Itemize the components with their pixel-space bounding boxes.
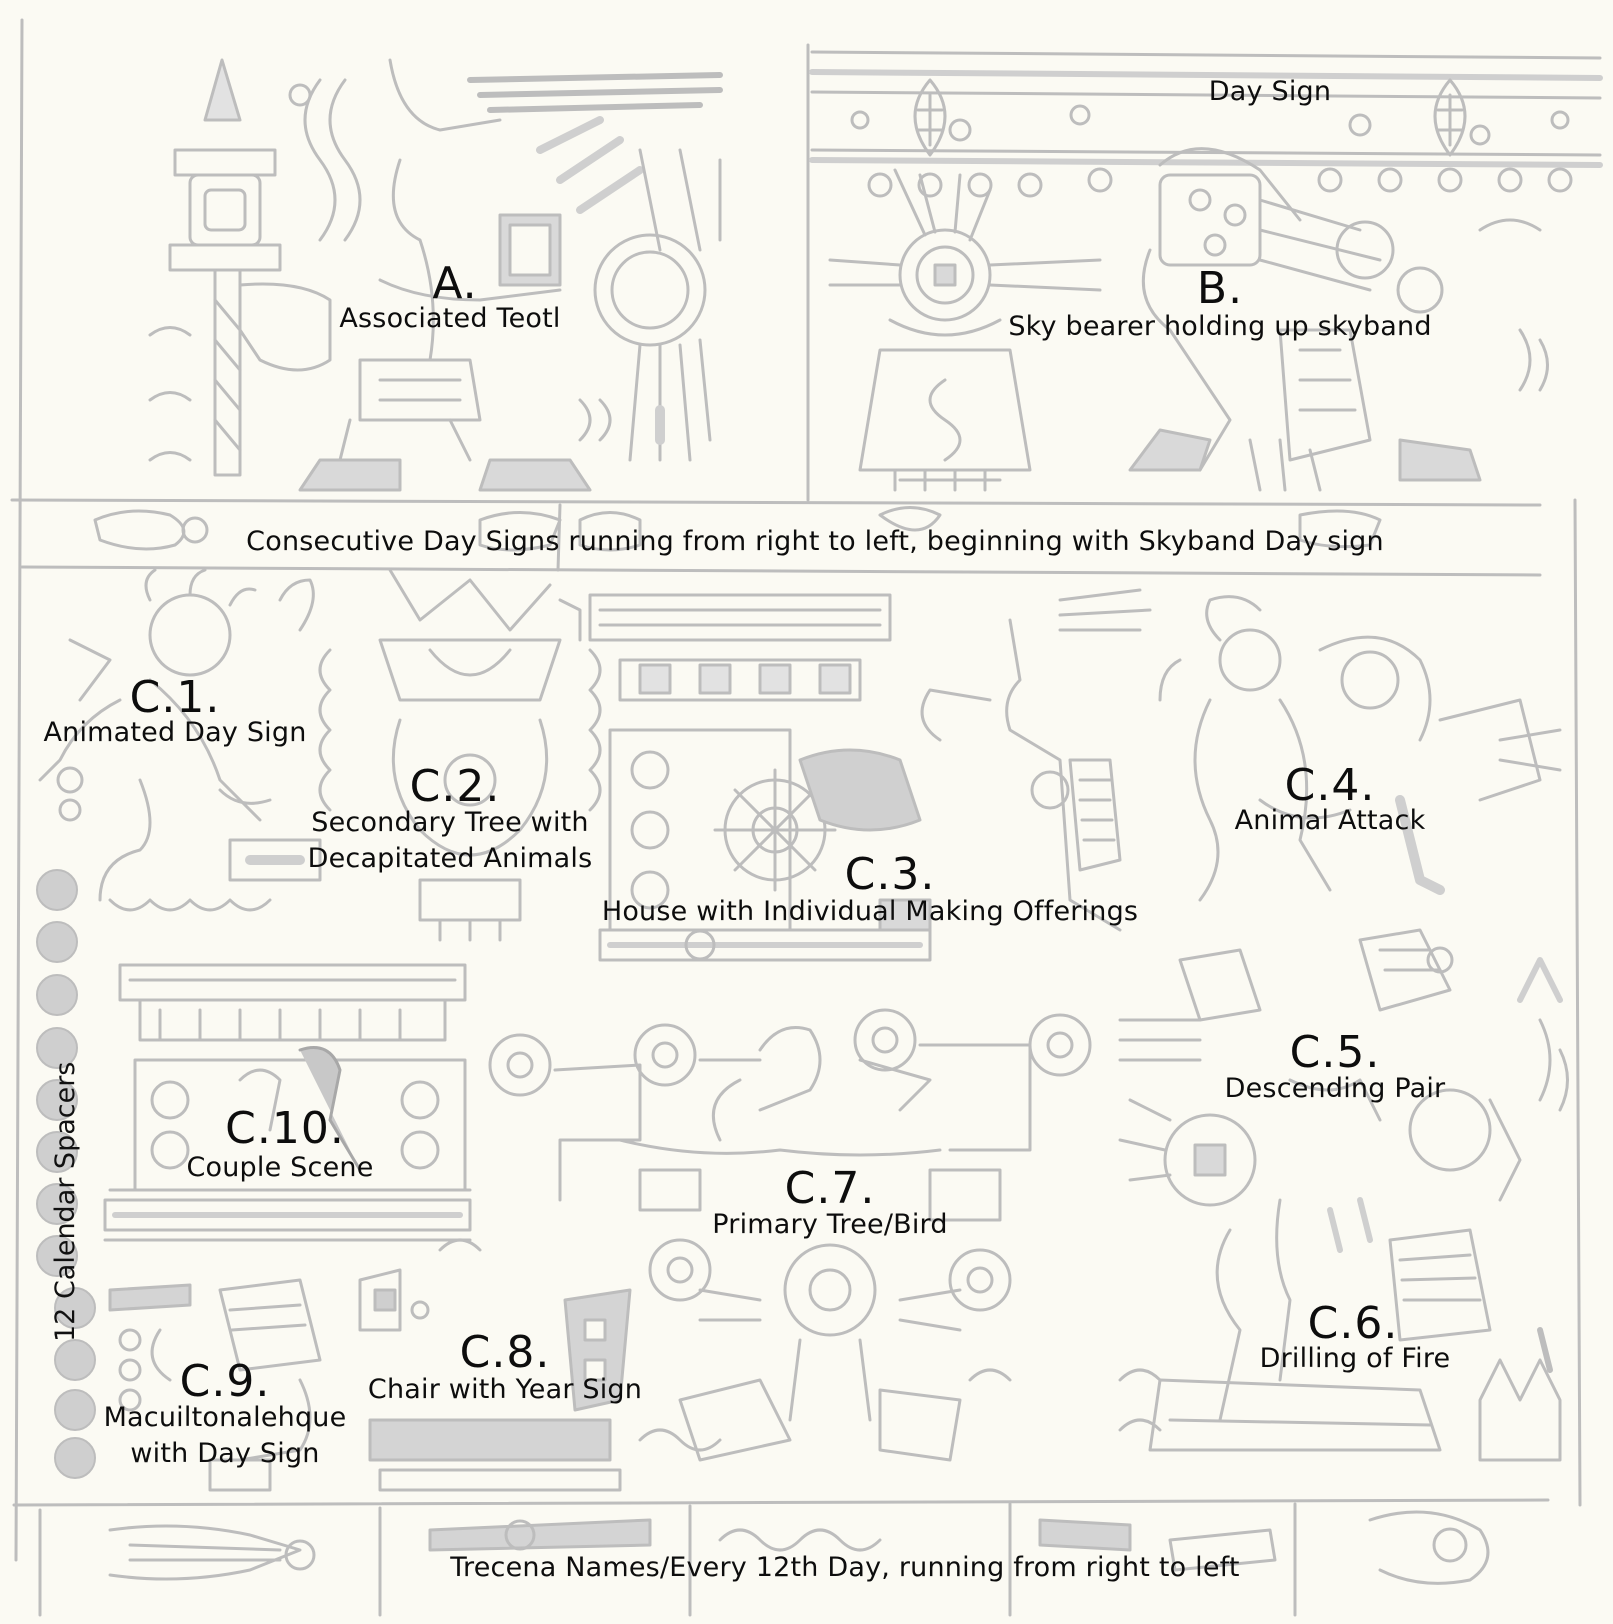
label-b-name: Sky bearer holding up skyband [1000, 311, 1440, 343]
label-c7-name: Primary Tree/Bird [680, 1209, 980, 1241]
label-c3-name: House with Individual Making Offerings [590, 896, 1150, 928]
calendar-spacer [37, 922, 77, 962]
calendar-spacer [37, 870, 77, 910]
label-a-code: A. [395, 262, 515, 306]
label-c2-name-line2: Decapitated Animals [280, 843, 620, 875]
label-c6-code: C.6. [1283, 1302, 1423, 1346]
label-c10-code: C.10. [205, 1107, 365, 1151]
label-c5-code: C.5. [1265, 1031, 1405, 1075]
label-c1-code: C.1. [110, 676, 240, 720]
calendar-spacer [37, 975, 77, 1015]
label-trecena-band: Trecena Names/Every 12th Day, running fr… [400, 1552, 1290, 1584]
label-a-name: Associated Teotl [300, 303, 600, 335]
label-c9-name-line1: Macuiltonalehque [95, 1402, 355, 1434]
calendar-spacer [55, 1340, 95, 1380]
label-c7-code: C.7. [760, 1167, 900, 1211]
calendar-spacer [55, 1438, 95, 1478]
label-c2-code: C.2. [385, 765, 525, 809]
label-day-sign: Day Sign [1160, 76, 1380, 108]
label-b-code: B. [1160, 267, 1280, 311]
label-c3-code: C.3. [820, 853, 960, 897]
label-calendar-spacers: 12 Calendar Spacers [50, 1062, 81, 1342]
label-c8-name: Chair with Year Sign [350, 1374, 660, 1406]
label-c1-name: Animated Day Sign [20, 717, 330, 749]
label-c9-code: C.9. [160, 1360, 290, 1404]
label-c8-code: C.8. [435, 1331, 575, 1375]
animal-attack-art [1160, 597, 1560, 900]
label-c10-name: Couple Scene [160, 1152, 400, 1184]
label-c4-name: Animal Attack [1200, 805, 1460, 837]
label-c6-name: Drilling of Fire [1220, 1343, 1490, 1375]
label-c4-code: C.4. [1260, 764, 1400, 808]
label-day-sign-band: Consecutive Day Signs running from right… [180, 526, 1450, 558]
label-c9-name-line2: with Day Sign [95, 1438, 355, 1470]
label-c5name: Descending Pair [1190, 1073, 1480, 1105]
secondary-tree-art [320, 570, 600, 940]
calendar-spacer [55, 1390, 95, 1430]
label-c2-name-line1: Secondary Tree with [280, 807, 620, 839]
